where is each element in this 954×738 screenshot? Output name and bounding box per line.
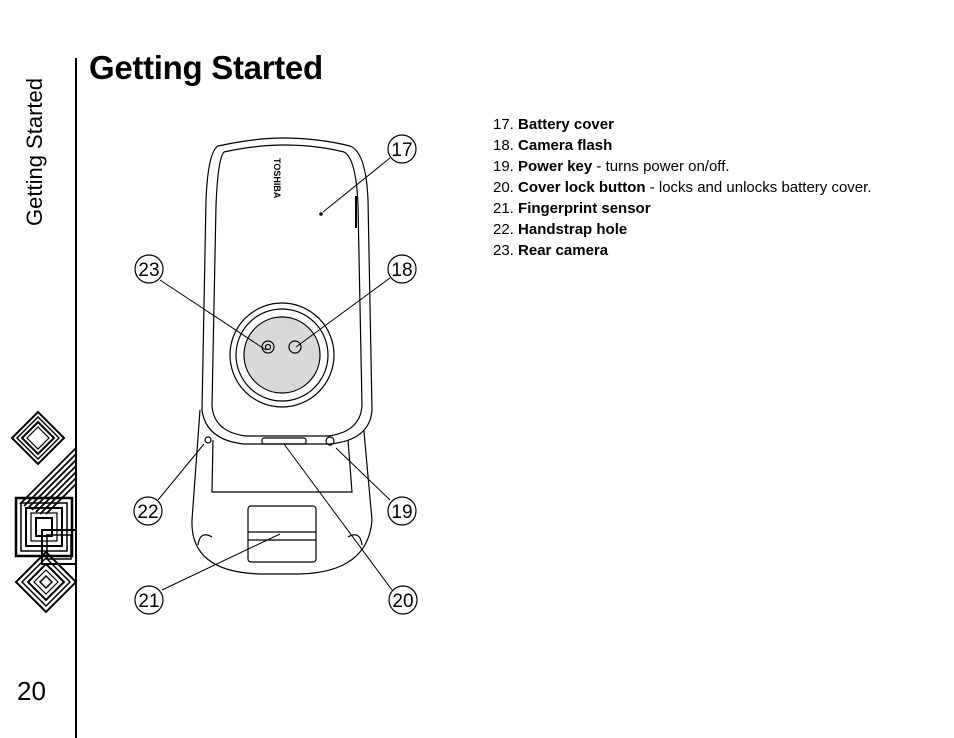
page-title: Getting Started bbox=[89, 49, 323, 86]
callout-22: 22 bbox=[133, 496, 163, 526]
nested-squares bbox=[14, 496, 77, 565]
legend-item: 17. Battery cover bbox=[493, 116, 614, 133]
legend-item: 20. Cover lock button - locks and unlock… bbox=[493, 179, 872, 196]
svg-text:21: 21 bbox=[138, 591, 159, 612]
fingerprint-sensor bbox=[247, 505, 317, 563]
page-number: 20 bbox=[17, 676, 46, 706]
svg-text:17: 17 bbox=[391, 140, 412, 161]
svg-text:20: 20 bbox=[392, 591, 413, 612]
brand-logo: TOSHIBA bbox=[272, 158, 282, 199]
svg-text:18: 18 bbox=[391, 260, 412, 281]
parts-legend: 17. Battery cover 18. Camera flash 19. P… bbox=[493, 114, 893, 261]
callout-18: 18 bbox=[387, 254, 417, 284]
callout-23: 23 bbox=[134, 254, 164, 284]
legend-item: 19. Power key - turns power on/off. bbox=[493, 158, 730, 175]
camera-module bbox=[229, 302, 335, 408]
power-key bbox=[325, 436, 335, 446]
legend-item: 22. Handstrap hole bbox=[493, 221, 628, 238]
callout-20: 20 bbox=[388, 585, 418, 615]
svg-text:22: 22 bbox=[137, 502, 158, 523]
legend-item: 18. Camera flash bbox=[493, 137, 613, 154]
battery-cover bbox=[201, 137, 373, 445]
phone-rear-diagram: TOSHIBA 17 18 19 20 21 22 23 bbox=[133, 134, 418, 615]
svg-text:23: 23 bbox=[138, 260, 159, 281]
callout-17: 17 bbox=[387, 134, 417, 164]
diamond-bottom bbox=[14, 550, 78, 614]
decorative-diamonds bbox=[10, 410, 78, 614]
handstrap-hole bbox=[204, 436, 212, 444]
svg-text:19: 19 bbox=[391, 502, 412, 523]
legend-item: 23. Rear camera bbox=[493, 242, 609, 259]
callout-19: 19 bbox=[387, 496, 417, 526]
camera-flash bbox=[288, 340, 302, 354]
diamond-top bbox=[10, 410, 66, 466]
legend-item: 21. Fingerprint sensor bbox=[493, 200, 651, 217]
sidebar-rule bbox=[75, 58, 77, 738]
callout-21: 21 bbox=[134, 585, 164, 615]
section-label: Getting Started bbox=[22, 78, 47, 226]
